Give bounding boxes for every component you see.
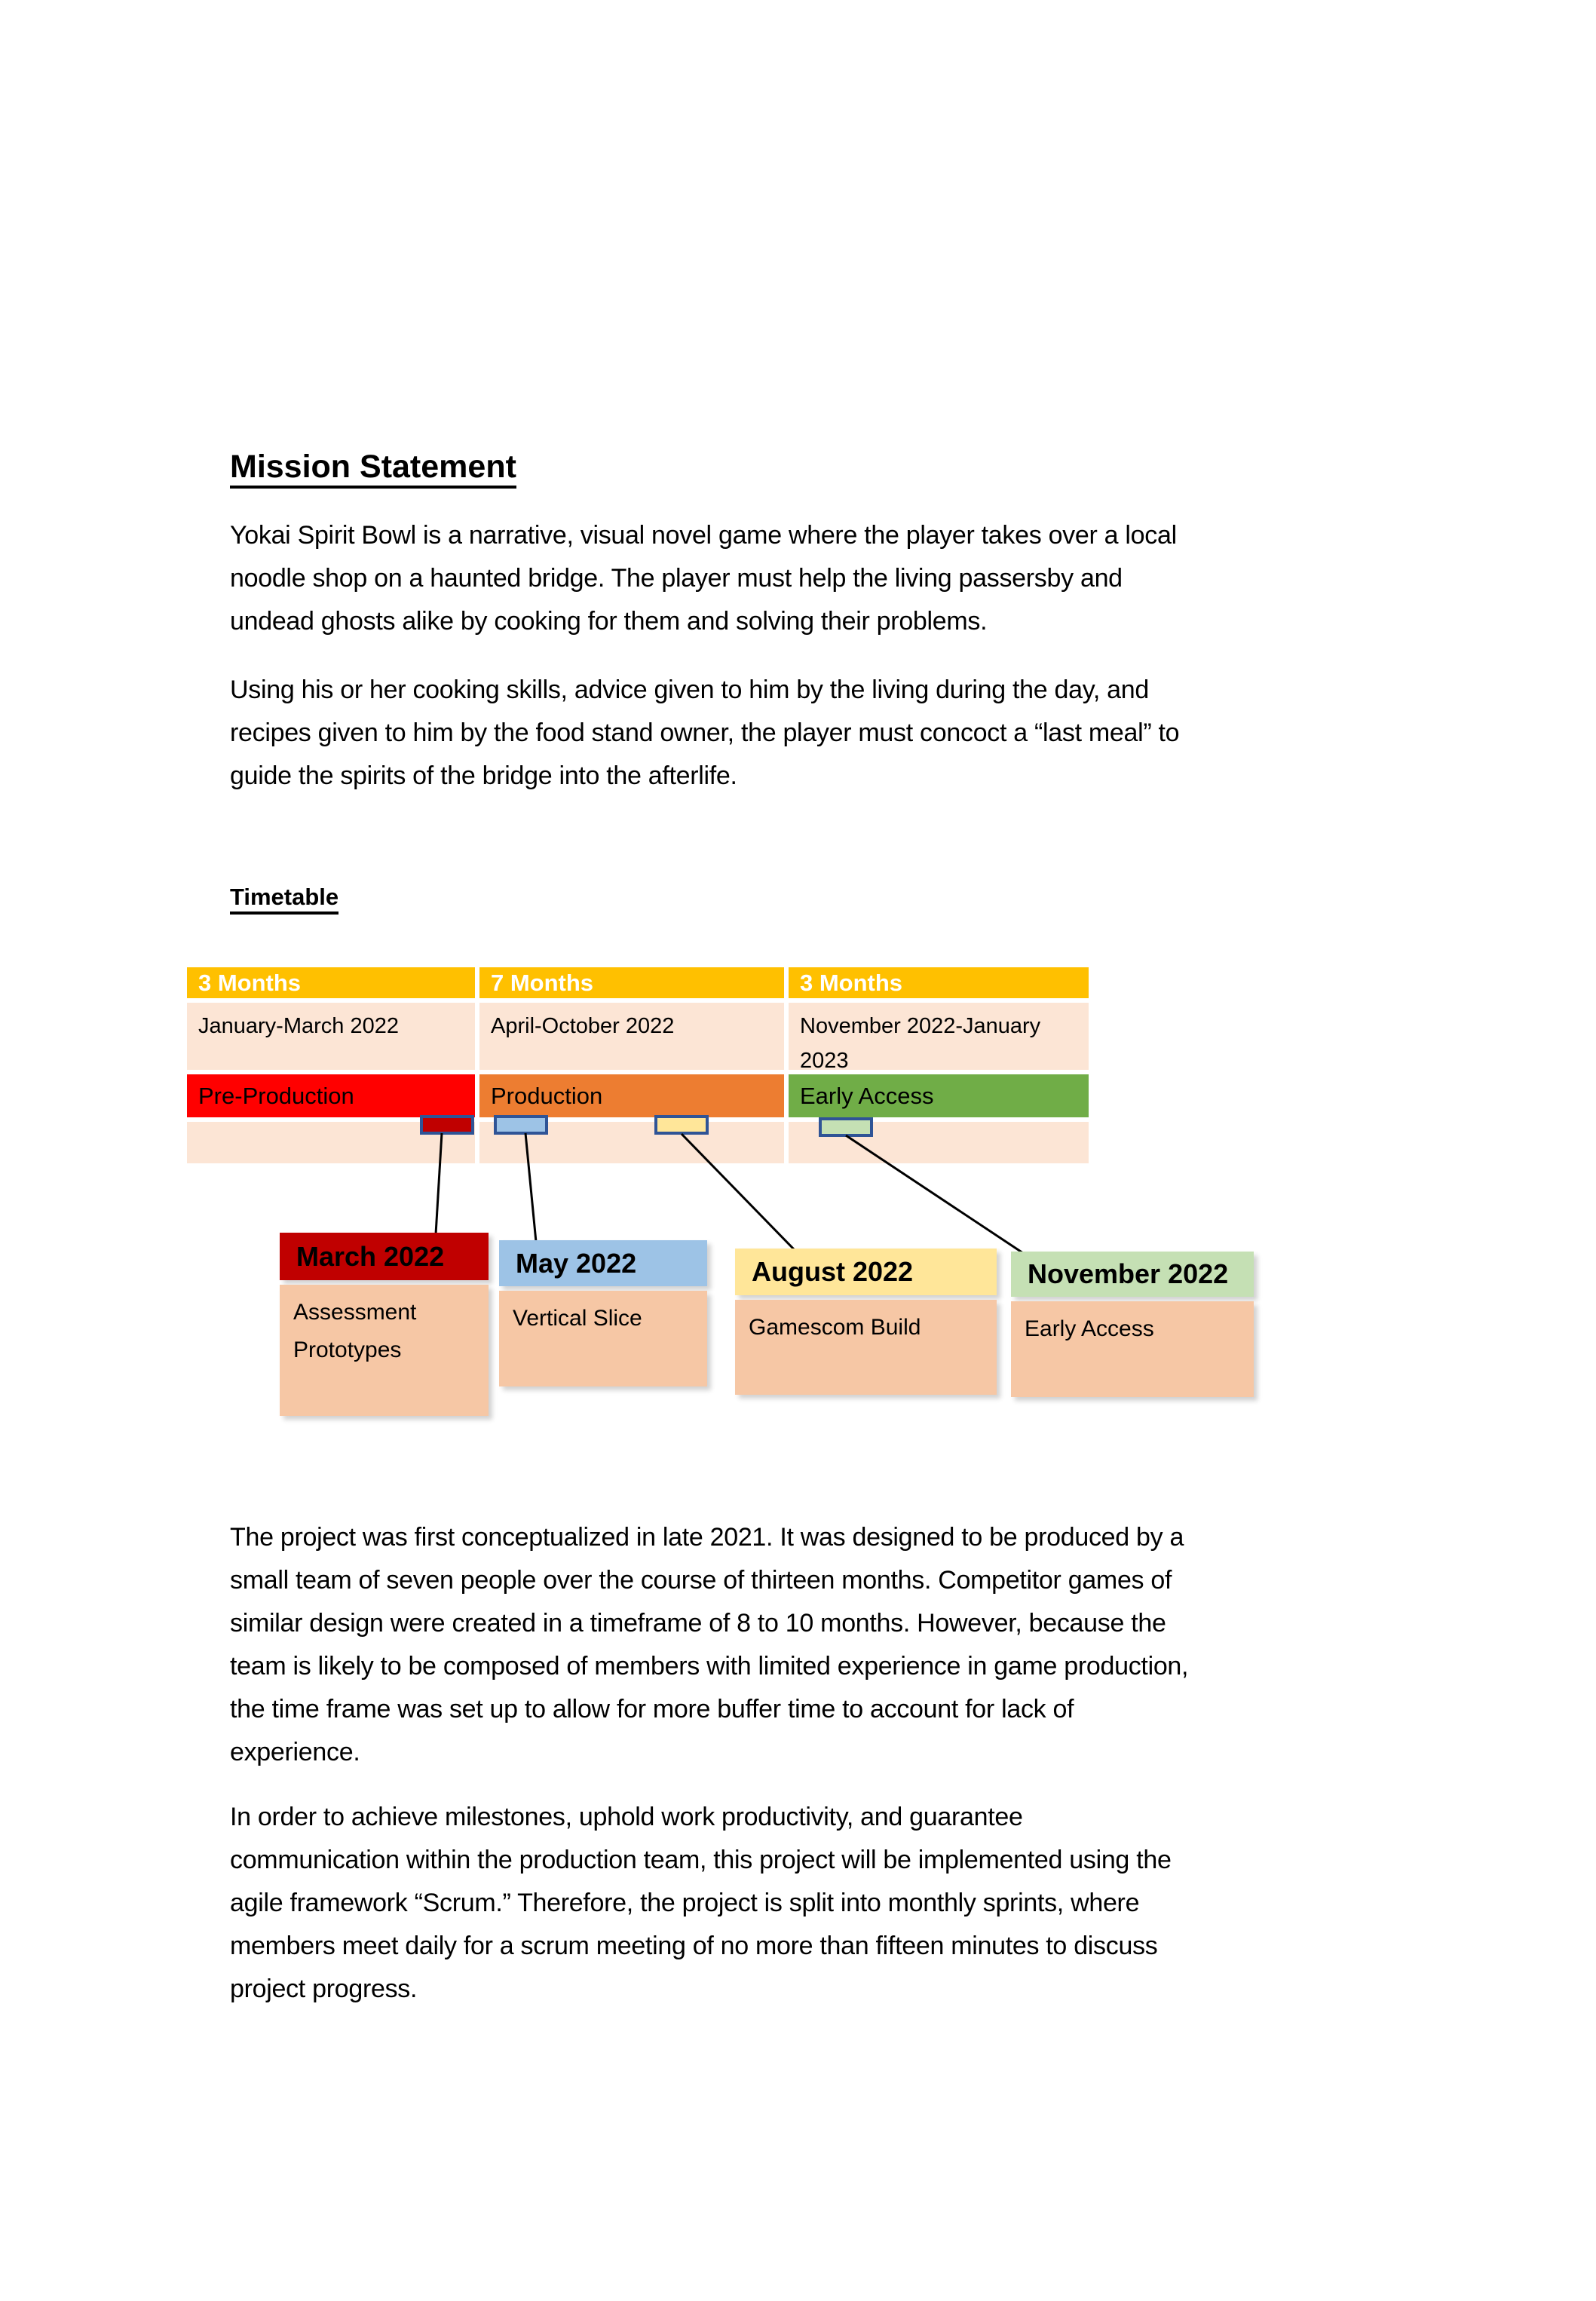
- milestone-callout-august: August 2022 Gamescom Build: [735, 1249, 997, 1395]
- text-line: communication within the production team…: [230, 1846, 1172, 1874]
- timeline-marker-november: [819, 1117, 873, 1137]
- text-line: similar design were created in a timefra…: [230, 1609, 1166, 1638]
- timetable-duration-cell: 7 Months: [479, 967, 784, 998]
- milestone-label: Gamescom Build: [735, 1300, 997, 1395]
- text-line: noodle shop on a haunted bridge. The pla…: [230, 564, 1123, 593]
- timetable-duration-cell: 3 Months: [789, 967, 1089, 998]
- milestone-callout-may: May 2022 Vertical Slice: [499, 1240, 707, 1386]
- project-paragraph-2: In order to achieve milestones, uphold w…: [230, 1796, 1406, 2011]
- milestone-label: Assessment Prototypes: [280, 1285, 489, 1416]
- mission-paragraph-2: Using his or her cooking skills, advice …: [230, 669, 1406, 798]
- timetable-dates-cell: January-March 2022: [187, 1003, 475, 1070]
- milestone-date: November 2022: [1011, 1252, 1254, 1297]
- timetable-heading: Timetable: [230, 884, 339, 915]
- text-line: guide the spirits of the bridge into the…: [230, 761, 737, 790]
- project-paragraph-1: The project was first conceptualized in …: [230, 1516, 1406, 1774]
- milestone-label: Vertical Slice: [499, 1291, 707, 1386]
- milestone-date: May 2022: [499, 1240, 707, 1286]
- milestone-callout-november: November 2022 Early Access: [1011, 1252, 1254, 1397]
- timetable-phase-cell: Early Access: [789, 1074, 1089, 1117]
- text-line: In order to achieve milestones, uphold w…: [230, 1803, 1023, 1831]
- text-line: team is likely to be composed of members…: [230, 1652, 1189, 1681]
- mission-statement-heading: Mission Statement: [230, 449, 516, 489]
- timeline-marker-may: [494, 1115, 548, 1135]
- milestone-date: August 2022: [735, 1249, 997, 1295]
- text-line: experience.: [230, 1738, 360, 1766]
- text-line: Using his or her cooking skills, advice …: [230, 676, 1150, 704]
- text-line: small team of seven people over the cour…: [230, 1566, 1172, 1595]
- mission-paragraph-1: Yokai Spirit Bowl is a narrative, visual…: [230, 514, 1406, 643]
- text-line: agile framework “Scrum.” Therefore, the …: [230, 1889, 1140, 1917]
- text-line: The project was first conceptualized in …: [230, 1523, 1184, 1552]
- text-line: Yokai Spirit Bowl is a narrative, visual…: [230, 521, 1177, 550]
- text-line: the time frame was set up to allow for m…: [230, 1695, 1074, 1723]
- text-line: project progress.: [230, 1975, 418, 2003]
- milestone-callout-march: March 2022 Assessment Prototypes: [280, 1233, 489, 1416]
- text-line: undead ghosts alike by cooking for them …: [230, 607, 988, 636]
- timetable: 3 Months 7 Months 3 Months January-March…: [187, 967, 1089, 1163]
- timetable-dates-cell: April-October 2022: [479, 1003, 784, 1070]
- timeline-marker-march: [420, 1115, 474, 1135]
- timetable-duration-cell: 3 Months: [187, 967, 475, 998]
- timetable-phase-cell: Pre-Production: [187, 1074, 475, 1117]
- milestone-label: Early Access: [1011, 1301, 1254, 1397]
- timetable-dates-cell: November 2022-January 2023: [789, 1003, 1089, 1070]
- text-line: members meet daily for a scrum meeting o…: [230, 1932, 1158, 1960]
- text-line: recipes given to him by the food stand o…: [230, 718, 1180, 747]
- milestone-date: March 2022: [280, 1233, 489, 1280]
- timetable-phase-cell: Production: [479, 1074, 784, 1117]
- timeline-marker-august: [654, 1115, 709, 1135]
